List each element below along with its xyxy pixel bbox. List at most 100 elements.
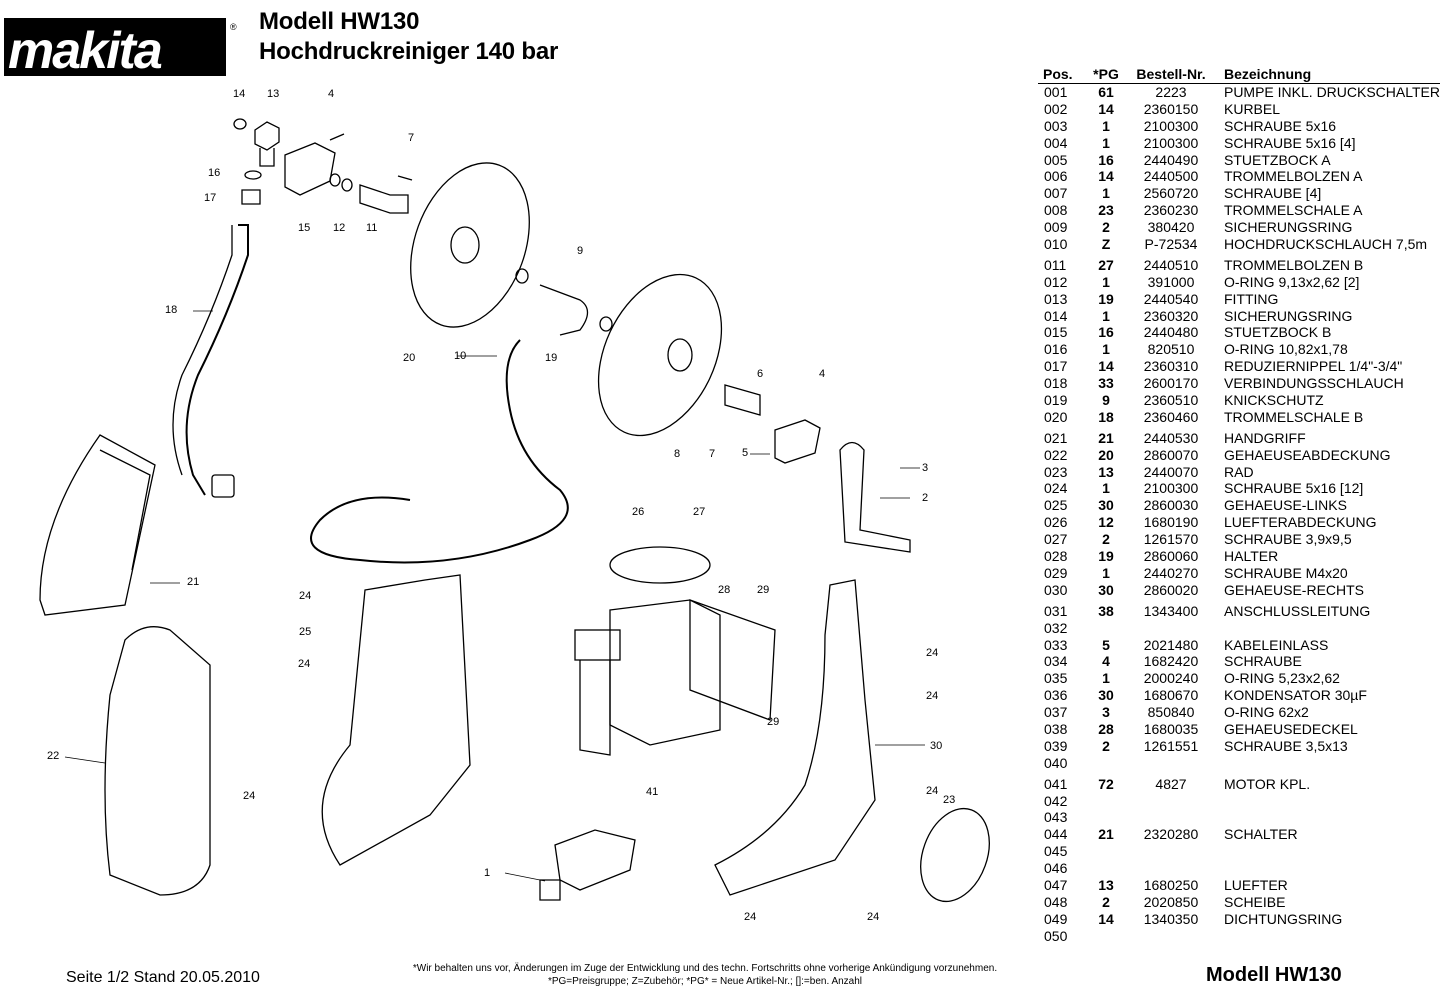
cell-position: 025 xyxy=(1044,497,1068,514)
cell-position: 027 xyxy=(1044,531,1068,548)
cell-order-number xyxy=(1128,928,1214,945)
registered-mark: ® xyxy=(230,22,237,32)
callout-24a: 24 xyxy=(299,590,312,602)
cell-order-number: 1261570 xyxy=(1143,531,1199,548)
cell-description: TROMMELSCHALE A xyxy=(1224,202,1363,219)
callout-19: 19 xyxy=(545,352,558,364)
table-row: 045 xyxy=(1038,843,1440,860)
kurbel-2 xyxy=(839,441,911,553)
cell-position: 011 xyxy=(1044,256,1067,273)
kondensator xyxy=(574,629,621,661)
callout-24h: 24 xyxy=(867,911,880,923)
cell-price-group: 30 xyxy=(1098,497,1114,514)
halter-28 xyxy=(689,599,776,721)
cell-description: O-RING 9,13x2,62 [2] xyxy=(1224,273,1360,290)
callout-4: 4 xyxy=(328,88,335,100)
cell-position: 026 xyxy=(1044,514,1068,531)
callout-14: 14 xyxy=(233,88,246,100)
cell-price-group: 30 xyxy=(1098,687,1114,704)
cell-description: SCHRAUBE 3,5x13 xyxy=(1224,737,1348,754)
cell-order-number: 1343400 xyxy=(1143,602,1199,619)
table-row: 046 xyxy=(1038,860,1440,877)
cell-order-number: 2021480 xyxy=(1143,636,1199,653)
cell-order-number: 1680670 xyxy=(1143,687,1199,704)
cell-price-group: Z xyxy=(1101,236,1111,253)
callout-22: 22 xyxy=(47,750,60,762)
cell-order-number: 380420 xyxy=(1147,219,1195,236)
cell-order-number: 2860020 xyxy=(1143,581,1199,598)
cell-description: HALTER xyxy=(1224,548,1279,565)
col-pos: Pos. xyxy=(1043,66,1073,82)
col-description: Bezeichnung xyxy=(1224,66,1312,82)
cell-order-number: 2440480 xyxy=(1143,324,1199,341)
cell-position: 037 xyxy=(1044,704,1068,721)
callout-24f: 24 xyxy=(926,785,939,797)
cell-description: KURBEL xyxy=(1224,100,1281,117)
cell-position: 036 xyxy=(1044,687,1068,704)
cell-price-group: 23 xyxy=(1098,202,1114,219)
cell-price-group: 19 xyxy=(1098,548,1114,565)
cell-price-group: 9 xyxy=(1102,392,1110,409)
fitting-13 xyxy=(254,121,280,167)
cell-order-number: 1682420 xyxy=(1143,653,1199,670)
cell-description xyxy=(1214,843,1440,860)
cell-price-group: 2 xyxy=(1102,219,1110,236)
cell-price-group: 14 xyxy=(1098,168,1114,185)
cell-price-group: 18 xyxy=(1098,408,1114,425)
schraube-7 xyxy=(397,175,413,181)
cell-position: 021 xyxy=(1044,429,1068,446)
cell-price-group xyxy=(1084,809,1128,826)
cell-price-group: 72 xyxy=(1098,775,1114,792)
cell-order-number: 820510 xyxy=(1147,341,1195,358)
cell-description: TROMMELSCHALE B xyxy=(1224,408,1364,425)
callout-9: 9 xyxy=(577,245,584,257)
cell-position: 022 xyxy=(1044,446,1068,463)
callout-25: 25 xyxy=(299,626,312,638)
cell-order-number: 2100300 xyxy=(1143,480,1199,497)
footer-notes: *Wir behalten uns vor, Änderungen im Zug… xyxy=(380,962,1030,988)
cell-order-number xyxy=(1128,843,1214,860)
pumpe-1 xyxy=(539,829,636,901)
gehaeuse-rechts-30 xyxy=(714,579,876,896)
cell-description: KNICKSCHUTZ xyxy=(1224,392,1324,409)
page-info: Seite 1/2 Stand 20.05.2010 xyxy=(66,969,260,986)
cell-price-group: 1 xyxy=(1102,307,1110,324)
cell-position: 014 xyxy=(1044,307,1068,324)
schraube-4 xyxy=(329,133,345,141)
cell-description: GEHAEUSE-LINKS xyxy=(1224,497,1347,514)
cell-order-number: 2100300 xyxy=(1143,117,1199,134)
cell-price-group xyxy=(1084,793,1128,810)
cell-order-number: 2440540 xyxy=(1143,290,1199,307)
callout-24g: 24 xyxy=(744,911,757,923)
cell-description: SCHRAUBE xyxy=(1224,653,1302,670)
cell-order-number: 2360510 xyxy=(1143,392,1199,409)
cell-order-number: 391000 xyxy=(1147,273,1195,290)
cell-description xyxy=(1214,755,1440,772)
callout-20: 20 xyxy=(403,352,416,364)
cell-description: GEHAEUSEDECKEL xyxy=(1224,720,1358,737)
hose-end-connector xyxy=(211,474,235,498)
cell-price-group: 21 xyxy=(1098,429,1114,446)
price-group-legend: *PG=Preisgruppe; Z=Zubehör; *PG* = Neue … xyxy=(547,976,863,987)
cell-position: 044 xyxy=(1044,826,1068,843)
cell-order-number: 850840 xyxy=(1147,704,1195,721)
callout-29b: 29 xyxy=(767,716,780,728)
luefterabdeckung-26 xyxy=(609,546,711,584)
trommelschale-b-8 xyxy=(597,273,723,437)
cell-description: MOTOR KPL. xyxy=(1224,775,1311,792)
cell-position: 045 xyxy=(1044,843,1068,860)
